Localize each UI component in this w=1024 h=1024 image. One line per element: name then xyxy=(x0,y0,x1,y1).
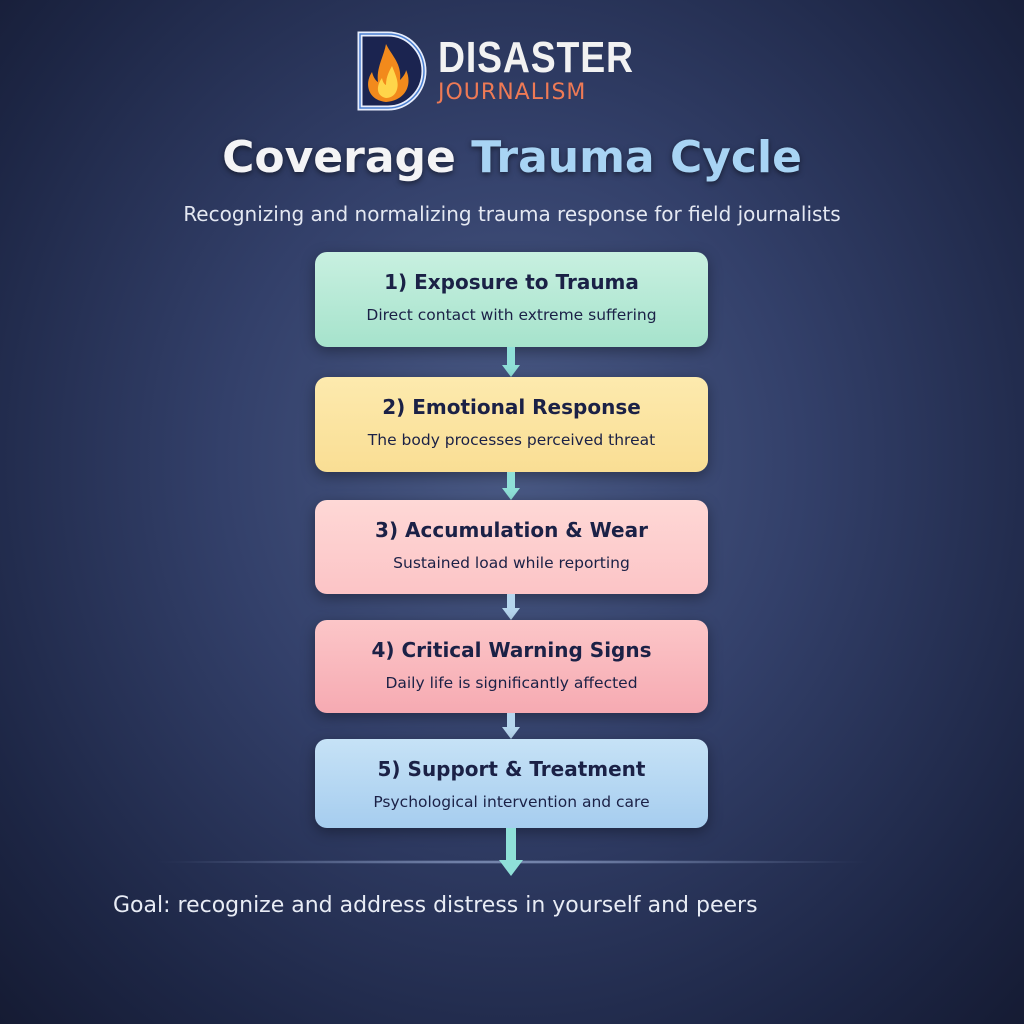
step-title: 2) Emotional Response xyxy=(382,395,641,419)
title-part-1: Coverage xyxy=(222,132,456,183)
step-title: 5) Support & Treatment xyxy=(377,757,646,781)
flame-d-logo-icon xyxy=(357,31,427,111)
step-title: 1) Exposure to Trauma xyxy=(384,270,639,294)
arrow-down-icon xyxy=(499,828,523,876)
arrow-down-icon xyxy=(502,713,520,739)
step-support-treatment: 5) Support & Treatment Psychological int… xyxy=(315,739,708,828)
subtitle: Recognizing and normalizing trauma respo… xyxy=(183,202,841,226)
step-emotional-response: 2) Emotional Response The body processes… xyxy=(315,377,708,472)
goal-text: Goal: recognize and address distress in … xyxy=(113,893,758,918)
step-description: Sustained load while reporting xyxy=(393,554,630,572)
step-title: 4) Critical Warning Signs xyxy=(371,638,652,662)
brand-name: DISASTER xyxy=(438,33,634,82)
step-description: Psychological intervention and care xyxy=(373,793,650,811)
step-exposure: 1) Exposure to Trauma Direct contact wit… xyxy=(315,252,708,347)
step-accumulation: 3) Accumulation & Wear Sustained load wh… xyxy=(315,500,708,594)
step-warning-signs: 4) Critical Warning Signs Daily life is … xyxy=(315,620,708,713)
arrow-down-icon xyxy=(502,472,520,500)
brand-subname: JOURNALISM xyxy=(438,80,587,105)
step-description: Direct contact with extreme suffering xyxy=(366,306,657,324)
step-title: 3) Accumulation & Wear xyxy=(375,518,648,542)
step-description: Daily life is significantly affected xyxy=(385,674,638,692)
logo: DISASTER JOURNALISM xyxy=(356,30,668,112)
step-description: The body processes perceived threat xyxy=(367,431,656,449)
title-part-2: Trauma Cycle xyxy=(471,132,802,183)
arrow-down-icon xyxy=(502,594,520,620)
page-title: Coverage Trauma Cycle xyxy=(0,132,1024,183)
arrow-down-icon xyxy=(502,347,520,377)
